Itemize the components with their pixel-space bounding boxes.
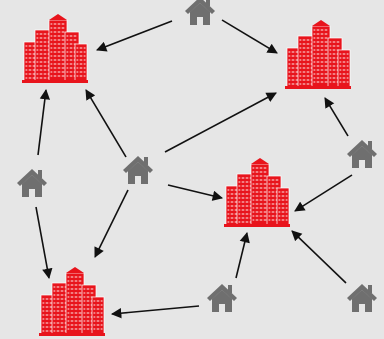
arrow-h4-to-b3 xyxy=(294,174,353,212)
arrow-h5-to-b4 xyxy=(110,305,200,319)
arrow-h3-to-b1 xyxy=(85,89,127,158)
nodes-layer xyxy=(17,0,377,336)
edges-layer xyxy=(35,19,353,319)
arrow-h4-to-b2 xyxy=(324,97,349,137)
arrow-h1-to-b1 xyxy=(96,20,173,52)
house-icon xyxy=(347,284,377,312)
house-icon xyxy=(347,140,377,168)
arrow-h3-to-b4 xyxy=(94,189,129,258)
arrow-h1-to-b2 xyxy=(221,19,278,54)
office-building-icon xyxy=(285,20,351,89)
arrow-h3-to-b3 xyxy=(167,184,224,201)
office-building-icon xyxy=(39,267,105,336)
office-building-icon xyxy=(224,158,290,227)
arrow-h2-to-b1 xyxy=(37,88,51,156)
house-icon xyxy=(185,0,215,25)
house-icon xyxy=(207,284,237,312)
arrow-h3-to-b2 xyxy=(164,92,277,153)
house-icon xyxy=(17,169,47,197)
house-icon xyxy=(123,156,153,184)
arrow-h5-to-b3 xyxy=(235,231,250,279)
office-building-icon xyxy=(22,14,88,83)
arrow-h6-to-b3 xyxy=(291,230,347,284)
arrow-h2-to-b4 xyxy=(35,206,53,280)
